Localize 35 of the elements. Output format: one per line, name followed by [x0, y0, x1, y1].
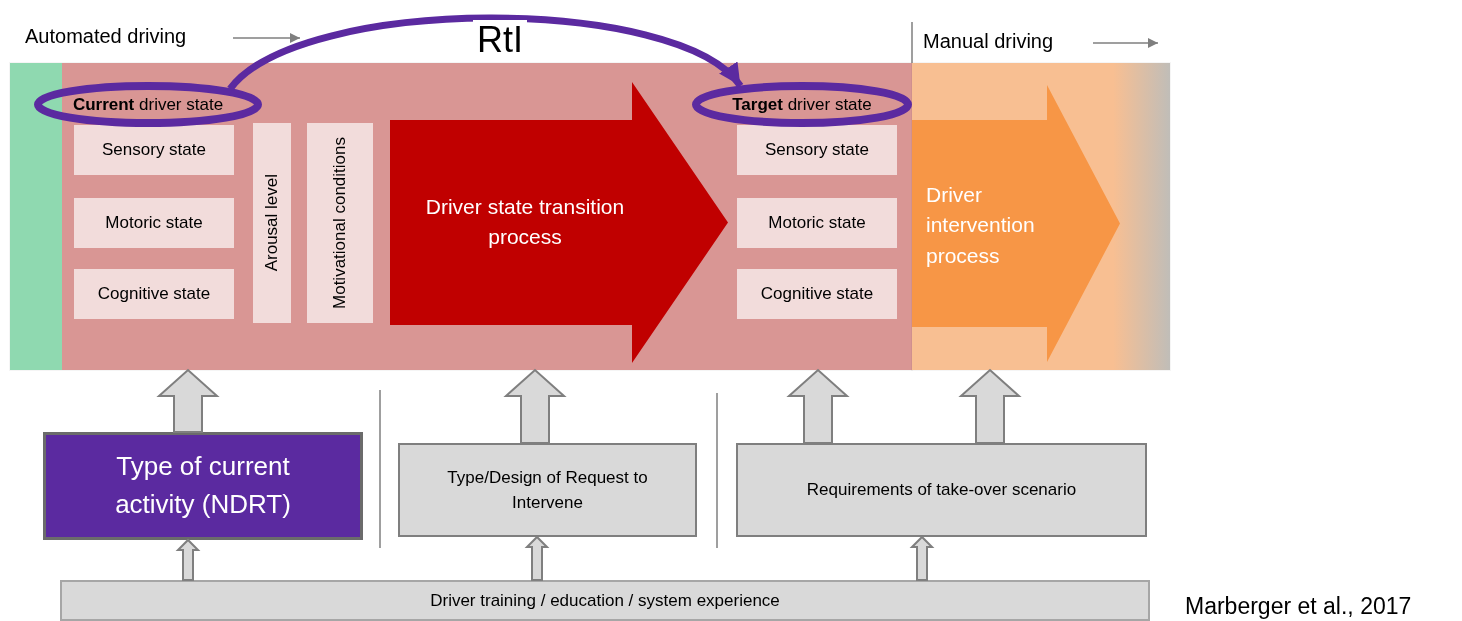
citation: Marberger et al., 2017 [1185, 593, 1412, 620]
factor-box: Type/Design of Request to Intervene [398, 443, 697, 537]
process-label: Driver state transition process [424, 194, 626, 251]
block-arrow [909, 535, 935, 581]
state-box: Motoric state [737, 198, 897, 248]
process-label: Driver intervention process [926, 182, 1036, 269]
state-box: Cognitive state [74, 269, 234, 319]
automated-driving-band [10, 63, 912, 370]
section-heading: Manual driving [923, 30, 1054, 53]
state-box: Sensory state [74, 125, 234, 175]
state-heading: Current driver state [72, 94, 224, 115]
factor-box: Requirements of take-over scenario [736, 443, 1147, 537]
factor-box [307, 123, 373, 323]
block-arrow [175, 538, 201, 581]
block-arrow [786, 368, 850, 444]
factor-box: Type of current activity (NDRT) [43, 432, 363, 540]
manual-driving-band [912, 63, 1170, 370]
state-heading: Target driver state [732, 94, 872, 115]
block-arrow [156, 368, 220, 433]
factor-label: Arousal level [261, 174, 283, 272]
factor-label: Motivational conditions [329, 137, 351, 309]
process-arrow [390, 82, 728, 363]
state-box: Cognitive state [737, 269, 897, 319]
factor-bar: Driver training / education / system experience [60, 580, 1150, 621]
block-arrow [503, 368, 567, 444]
state-box: Motoric state [74, 198, 234, 248]
process-arrow [912, 85, 1120, 362]
state-box: Sensory state [737, 125, 897, 175]
block-arrow [958, 368, 1022, 444]
state-heading-ellipse [692, 82, 912, 127]
factor-box [253, 123, 291, 323]
section-heading: Automated driving [25, 25, 187, 48]
state-heading-ellipse [34, 82, 262, 127]
block-arrow [524, 535, 550, 581]
curved-arrow [227, 14, 743, 92]
